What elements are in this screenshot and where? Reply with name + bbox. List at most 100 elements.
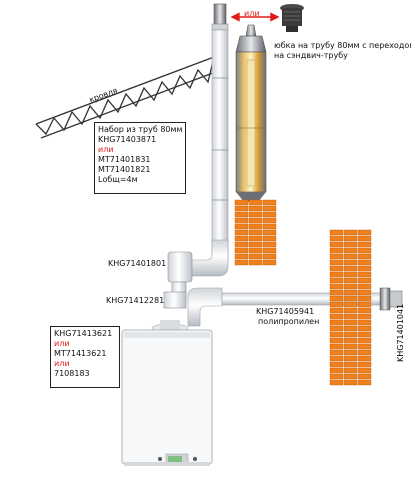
brick bbox=[357, 379, 372, 386]
brick bbox=[357, 337, 372, 344]
brick bbox=[329, 289, 344, 296]
brick bbox=[248, 199, 263, 206]
sandwich-adapter bbox=[235, 24, 267, 202]
boiler-line: MT71413621 bbox=[54, 349, 107, 358]
brick bbox=[357, 277, 372, 284]
brick bbox=[329, 349, 344, 356]
brick bbox=[248, 229, 263, 236]
kit-line: MT71401831 bbox=[98, 155, 151, 164]
boiler bbox=[121, 320, 213, 466]
brick bbox=[329, 361, 344, 368]
brick bbox=[262, 205, 277, 212]
brick bbox=[343, 349, 358, 356]
brick bbox=[357, 241, 372, 248]
brick bbox=[343, 337, 358, 344]
brick bbox=[329, 277, 344, 284]
brick bbox=[357, 247, 372, 254]
brick bbox=[234, 235, 249, 242]
chimney-cap-icon bbox=[280, 4, 304, 32]
brick bbox=[329, 235, 344, 242]
brick bbox=[343, 331, 358, 338]
brick bbox=[234, 205, 249, 212]
brick bbox=[248, 223, 263, 230]
brick bbox=[357, 331, 372, 338]
brick bbox=[343, 355, 358, 362]
brick bbox=[357, 361, 372, 368]
or-label-top: или bbox=[244, 9, 260, 18]
brick bbox=[343, 253, 358, 260]
brick bbox=[262, 241, 277, 248]
brick bbox=[248, 259, 263, 266]
vertical-pipe-80mm bbox=[211, 29, 229, 261]
part-khg71412281: KHG71412281 bbox=[106, 296, 165, 305]
brick bbox=[329, 355, 344, 362]
brick bbox=[343, 319, 358, 326]
part-khg71401801: KHG71401801 bbox=[108, 259, 167, 268]
brick bbox=[262, 247, 277, 254]
brick bbox=[262, 199, 277, 206]
brick bbox=[357, 373, 372, 380]
brick bbox=[248, 235, 263, 242]
kit-line: или bbox=[98, 145, 114, 154]
roof-truss bbox=[35, 56, 219, 139]
brick bbox=[262, 229, 277, 236]
brick bbox=[329, 337, 344, 344]
brick bbox=[343, 325, 358, 332]
adapter-label: юбка на трубу 80мм с переходом на сэндви… bbox=[274, 41, 411, 60]
brick bbox=[357, 253, 372, 260]
brick bbox=[248, 241, 263, 248]
brick bbox=[329, 265, 344, 272]
brick bbox=[248, 217, 263, 224]
brick bbox=[329, 331, 344, 338]
brick bbox=[357, 307, 372, 314]
elbow-khg71401801 bbox=[163, 239, 229, 309]
brick bbox=[357, 283, 372, 290]
brick bbox=[343, 241, 358, 248]
brick bbox=[248, 253, 263, 260]
brick bbox=[329, 241, 344, 248]
brick bbox=[343, 277, 358, 284]
part-khg71401041: KHG71401041 bbox=[396, 303, 405, 362]
brick bbox=[343, 361, 358, 368]
brick bbox=[262, 223, 277, 230]
brick bbox=[357, 289, 372, 296]
brick bbox=[343, 343, 358, 350]
brick bbox=[329, 373, 344, 380]
brick bbox=[343, 307, 358, 314]
brick bbox=[357, 301, 372, 308]
brick bbox=[329, 229, 344, 236]
brick bbox=[343, 367, 358, 374]
brick bbox=[343, 379, 358, 386]
brick bbox=[329, 379, 344, 386]
brick-wall-right bbox=[329, 229, 372, 386]
brick bbox=[343, 373, 358, 380]
brick bbox=[248, 205, 263, 212]
brick bbox=[357, 367, 372, 374]
brick bbox=[357, 325, 372, 332]
brick bbox=[329, 271, 344, 278]
brick bbox=[357, 259, 372, 266]
kit-line: KHG71403871 bbox=[98, 135, 157, 144]
brick bbox=[357, 319, 372, 326]
material-polypropylene: полипропилен bbox=[258, 317, 320, 326]
brick bbox=[357, 349, 372, 356]
brick bbox=[343, 271, 358, 278]
brick bbox=[262, 253, 277, 260]
kit-line: Lобщ=4м bbox=[98, 175, 138, 184]
brick bbox=[329, 283, 344, 290]
brick bbox=[329, 313, 344, 320]
brick bbox=[343, 265, 358, 272]
brick bbox=[357, 343, 372, 350]
kit-line: Набор из труб 80мм bbox=[98, 125, 183, 134]
brick bbox=[343, 235, 358, 242]
brick bbox=[234, 253, 249, 260]
brick bbox=[343, 283, 358, 290]
brick bbox=[343, 229, 358, 236]
brick bbox=[343, 313, 358, 320]
brick bbox=[234, 211, 249, 218]
alternative-arrow bbox=[230, 12, 280, 22]
brick bbox=[248, 247, 263, 254]
